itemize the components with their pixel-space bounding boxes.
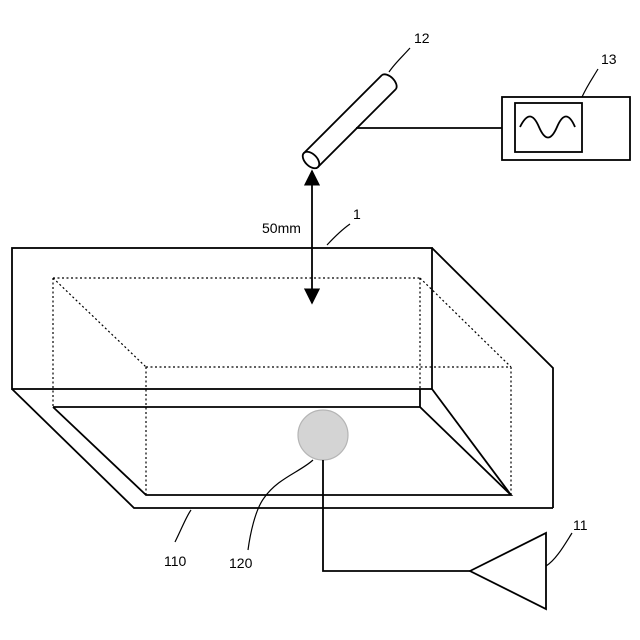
- wall-label: 110: [164, 553, 187, 569]
- sphere-wire: [323, 460, 470, 571]
- distance-label: 50mm: [262, 220, 301, 236]
- sine-wave-icon: [520, 117, 575, 138]
- container: [12, 248, 553, 508]
- container-bottom-inner: [53, 407, 511, 495]
- probe: [300, 74, 397, 171]
- probe-label: 12: [414, 30, 430, 46]
- amplifier-triangle: [470, 533, 546, 609]
- oscilloscope-label: 13: [601, 51, 617, 67]
- container-label: 1: [353, 206, 361, 222]
- amplifier-label: 11: [573, 517, 588, 533]
- sphere: [298, 410, 348, 460]
- leader-lines: [175, 48, 598, 566]
- oscilloscope: [502, 97, 630, 160]
- container-front-face: [12, 248, 432, 389]
- oscilloscope-screen: [515, 103, 582, 152]
- sphere-label: 120: [229, 555, 253, 571]
- container-hidden-edges: [53, 278, 511, 495]
